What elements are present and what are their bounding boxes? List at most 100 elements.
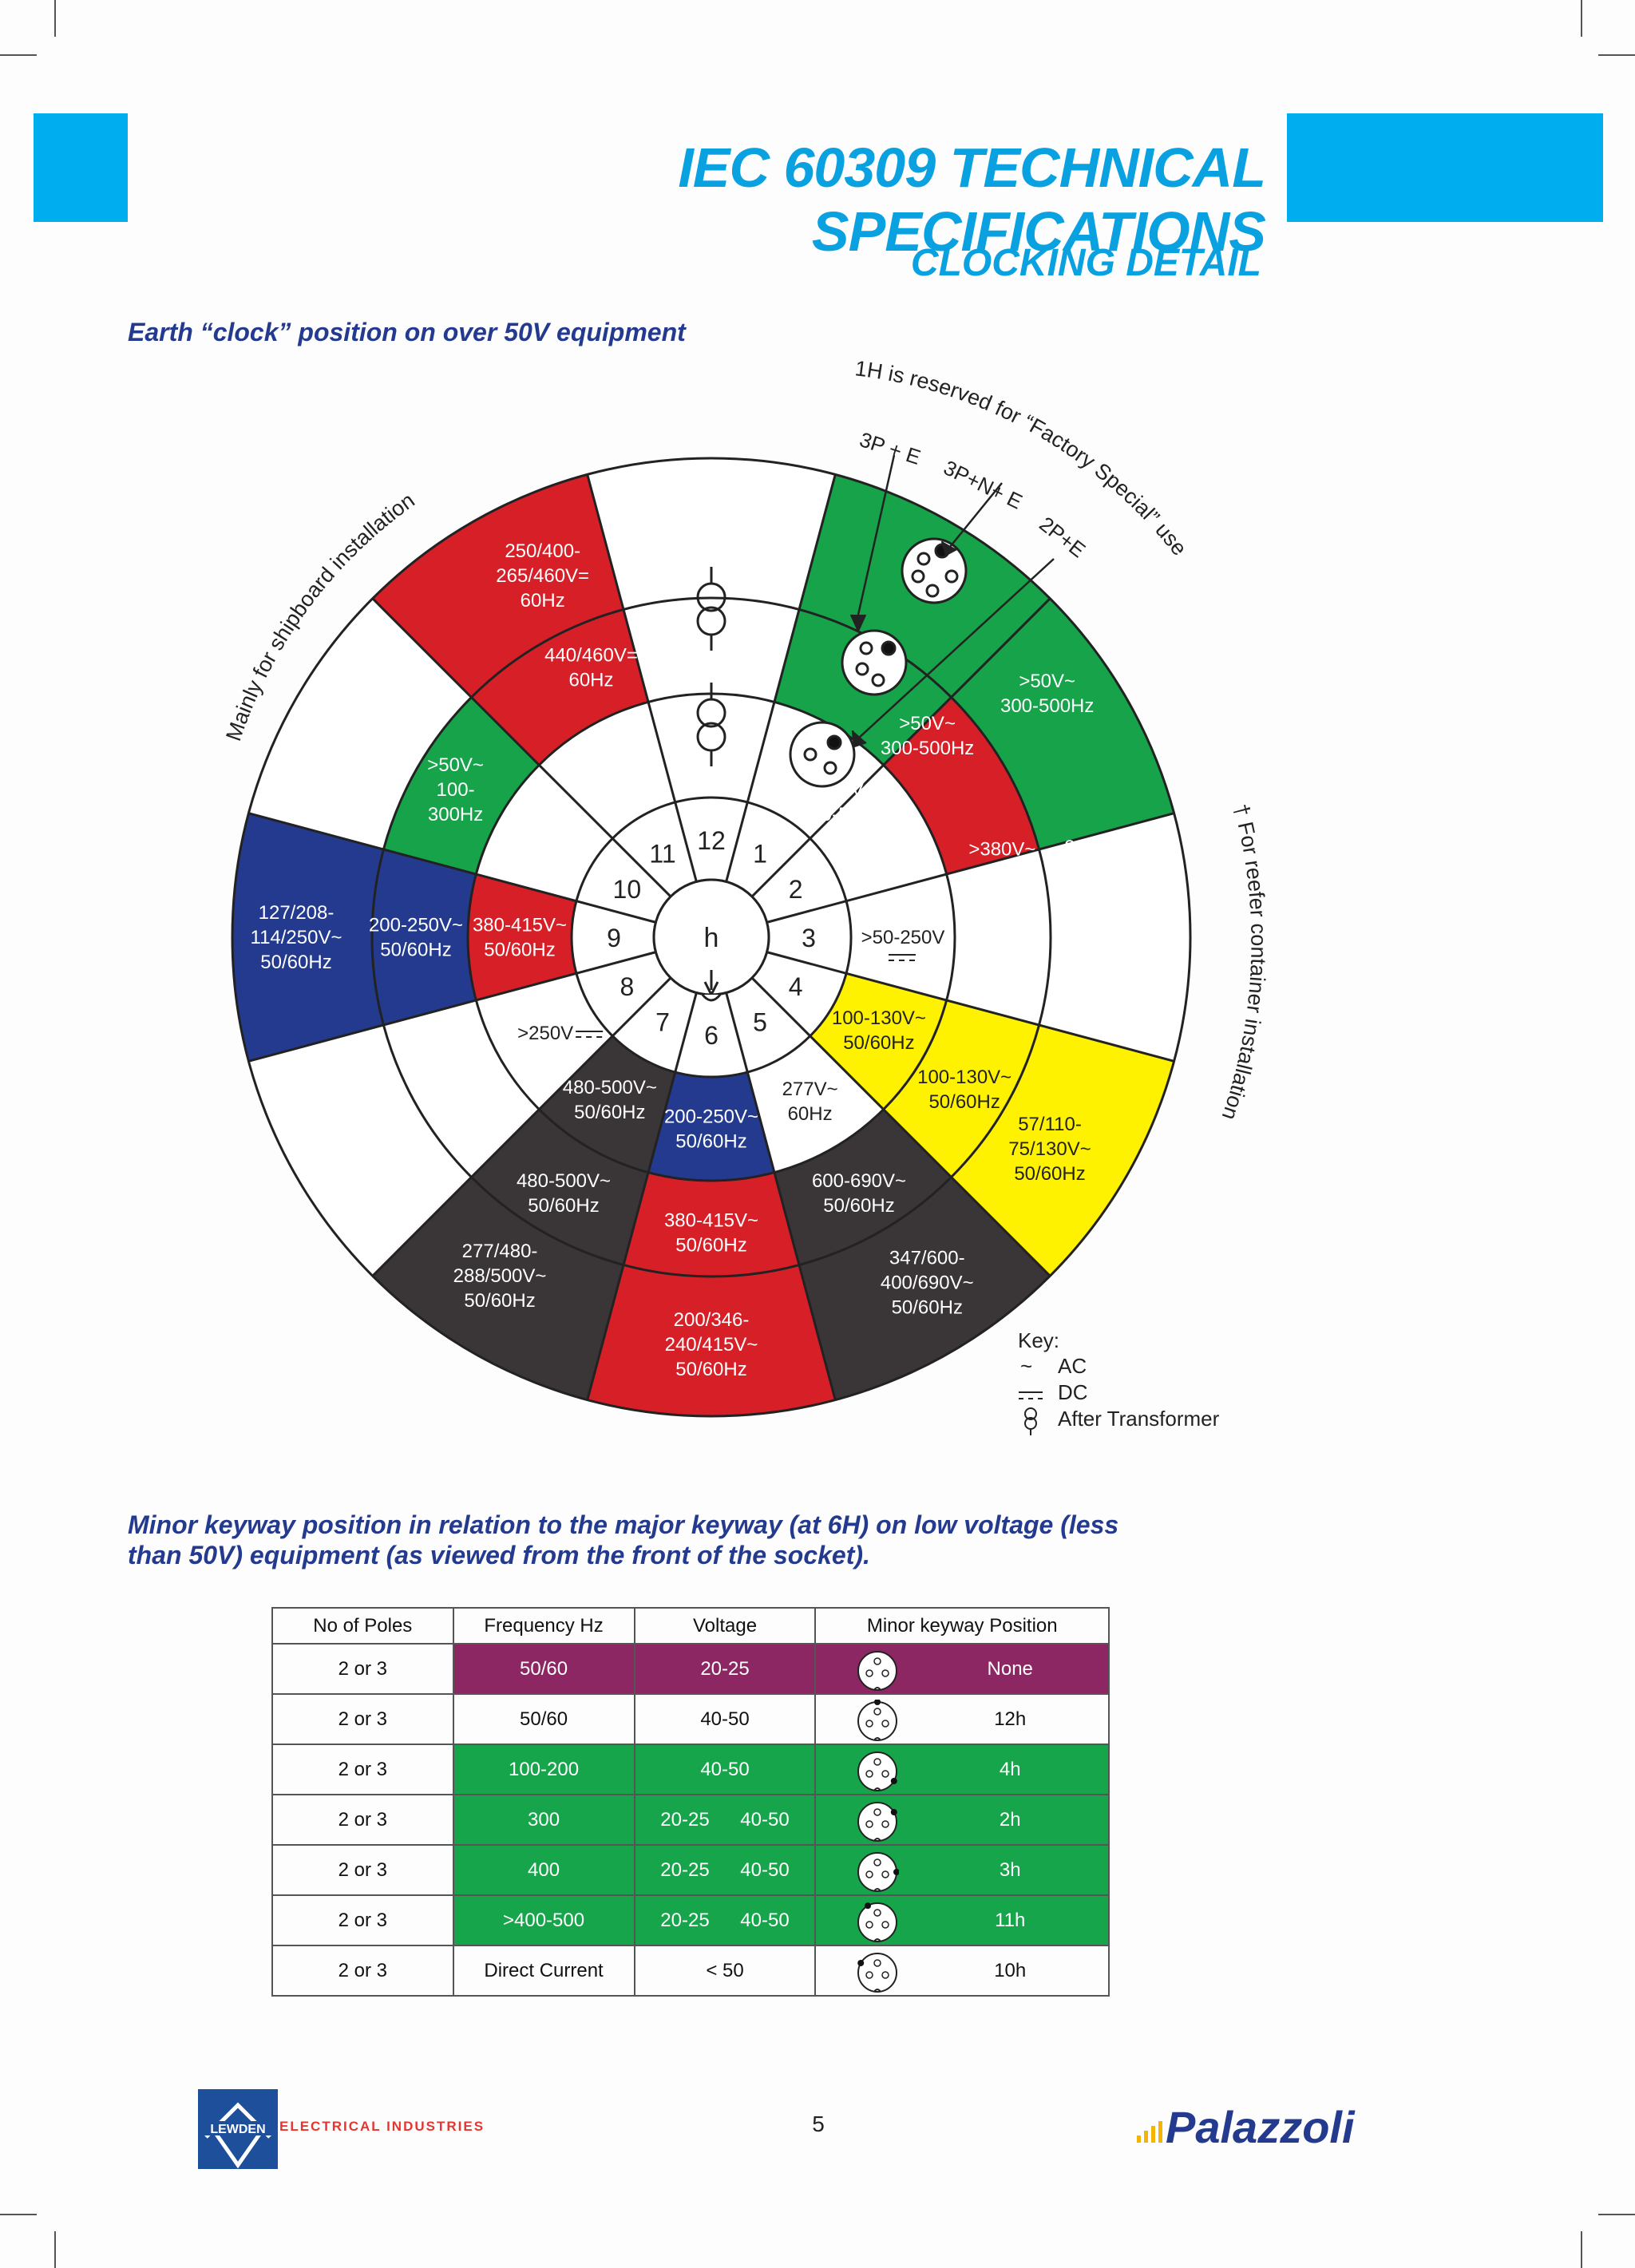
segment-label-h5-outer: 347/600-400/690V~50/60Hz — [881, 1248, 974, 1319]
hour-label-5: 5 — [753, 1008, 767, 1037]
voltage-value: 40-50 — [740, 1808, 790, 1831]
segment-label-h5-middle: 600-690V~50/60Hz — [812, 1170, 906, 1217]
dc-symbol-icon — [1019, 1391, 1043, 1399]
section-heading-minor-keyway-1: Minor keyway position in relation to the… — [128, 1510, 1119, 1539]
transformer-key-icon — [1024, 1407, 1037, 1435]
cell-keyway-position: 3h — [814, 1844, 1110, 1896]
socket-keyway-icon — [857, 1902, 898, 1942]
cell-poles: 2 or 3 — [271, 1844, 454, 1896]
crop-mark — [0, 54, 37, 56]
segment-label-h6-outer: 200/346-240/415V~50/60Hz — [665, 1309, 758, 1380]
section-heading-earth-clock: Earth “clock” position on over 50V equip… — [128, 318, 686, 346]
keyway-position-label: None — [987, 1657, 1033, 1680]
key-ac-symbol: ~ — [1020, 1354, 1032, 1378]
segment-label-h11-outer: 250/400-265/460V=60Hz — [496, 540, 589, 612]
page-number: 5 — [812, 2112, 825, 2136]
header-poles: No of Poles — [271, 1607, 454, 1645]
sector-divider — [586, 474, 698, 882]
crop-mark — [54, 0, 56, 37]
legend-key: Key: ~ AC DC After Transformer — [1018, 1328, 1220, 1435]
segment-label-h11-middle: 440/460V=60Hz — [544, 644, 638, 691]
sector-h9-ring0 — [468, 874, 576, 1000]
segment-label-h6-inner: 200-250V~50/60Hz — [664, 1106, 758, 1153]
palazzoli-bars-icon — [1137, 2121, 1162, 2143]
dc-symbol-icon — [576, 1031, 604, 1038]
voltage-value: 20-25 — [660, 1909, 710, 1931]
page-subtitle: CLOCKING DETAIL — [910, 242, 1261, 284]
hour-label-1: 1 — [753, 839, 767, 868]
lewden-logo: LEWDEN — [198, 2089, 278, 2169]
segment-label-h4-outer: 57/110-75/130V~50/60Hz — [1008, 1114, 1091, 1185]
voltage-value: 20-25 — [660, 1808, 710, 1831]
cell-keyway-position: 10h — [814, 1945, 1110, 1997]
sector-divider — [248, 812, 656, 924]
cell-voltage: 40-50 — [633, 1693, 817, 1745]
cell-voltage: 40-50 — [633, 1744, 817, 1795]
hour-label-7: 7 — [655, 1008, 670, 1037]
transformer-icon — [696, 567, 726, 651]
key-title: Key: — [1018, 1328, 1059, 1352]
sector-h2-ring1 — [883, 697, 1039, 875]
sector-divider — [586, 992, 698, 1400]
crop-mark — [0, 2214, 37, 2215]
sector-h4-ring0 — [810, 973, 947, 1110]
sector-h6-ring2 — [587, 1265, 836, 1416]
cell-voltage: 20-25 — [633, 1643, 817, 1695]
sector-divider — [750, 597, 1051, 898]
sector-h9-ring1 — [372, 849, 477, 1025]
sector-h5-ring1 — [774, 1109, 952, 1265]
table-header-row: No of Poles Frequency Hz Voltage Minor k… — [271, 1607, 1110, 1645]
hour-label-10: 10 — [613, 875, 642, 904]
cell-voltage: 20-25 40-50 — [633, 1794, 817, 1846]
segment-label-h7-inner: 480-500V~50/60Hz — [563, 1077, 657, 1123]
segment-label-h2-outer_a: 220/380V~50Hz — [1064, 837, 1158, 883]
section-heading-minor-keyway-2: than 50V) equipment (as viewed from the … — [128, 1541, 870, 1569]
voltage-value: 40-50 — [700, 1758, 750, 1780]
key-dc-label: DC — [1058, 1380, 1088, 1404]
cell-keyway-position: None — [814, 1643, 1110, 1695]
crop-mark — [1581, 0, 1582, 37]
hour-label-6: 6 — [704, 1021, 719, 1050]
transformer-icon — [696, 683, 726, 766]
sector-h5-ring2 — [798, 1177, 1051, 1400]
cell-poles: 2 or 3 — [271, 1945, 454, 1997]
sector-h10-ring1 — [383, 697, 540, 875]
sector-h7-ring2 — [372, 1177, 624, 1400]
cell-poles: 2 or 3 — [271, 1643, 454, 1695]
segment-label-h1-middle: >50V~300-500Hz — [881, 713, 974, 759]
socket-3p-n-e-icon — [901, 537, 968, 604]
segment-label-h2-outer_b: 250/440V~60Hz — [1068, 971, 1162, 1017]
hour-label-9: 9 — [607, 924, 621, 952]
voltage-value: 40-50 — [700, 1708, 750, 1730]
segment-label-h9-outer: 127/208-114/250V~50/60Hz — [251, 902, 342, 973]
hub-label: h — [704, 923, 719, 953]
cell-frequency: >400-500 — [452, 1894, 635, 1946]
cell-frequency: 100-200 — [452, 1744, 635, 1795]
sector-divider — [725, 474, 837, 882]
hub-keyway-notch — [701, 994, 722, 1002]
sector-h6-ring1 — [624, 1172, 799, 1276]
crop-mark — [1598, 2214, 1635, 2215]
keyway-position-label: 4h — [999, 1758, 1021, 1780]
segment-label-h9-middle: 200-250V~50/60Hz — [369, 915, 463, 961]
key-ac-label: AC — [1058, 1354, 1087, 1378]
cell-keyway-position: 12h — [814, 1693, 1110, 1745]
cell-keyway-position: 4h — [814, 1744, 1110, 1795]
segment-label-h10-middle: >50V~100-300Hz — [427, 754, 484, 825]
hour-label-11: 11 — [649, 839, 675, 868]
hour-label-2: 2 — [789, 875, 803, 904]
sector-divider — [766, 812, 1174, 924]
socket-pointer-lines — [849, 454, 1055, 748]
sector-h9-ring2 — [232, 813, 384, 1062]
keyway-position-label: 11h — [995, 1909, 1026, 1931]
cell-frequency: 300 — [452, 1794, 635, 1846]
header-voltage: Voltage — [633, 1607, 817, 1645]
curved-label-reefer: † For reefer container installation — [1217, 802, 1271, 1123]
sector-divider — [766, 951, 1174, 1063]
cell-keyway-position: 11h — [814, 1894, 1110, 1946]
